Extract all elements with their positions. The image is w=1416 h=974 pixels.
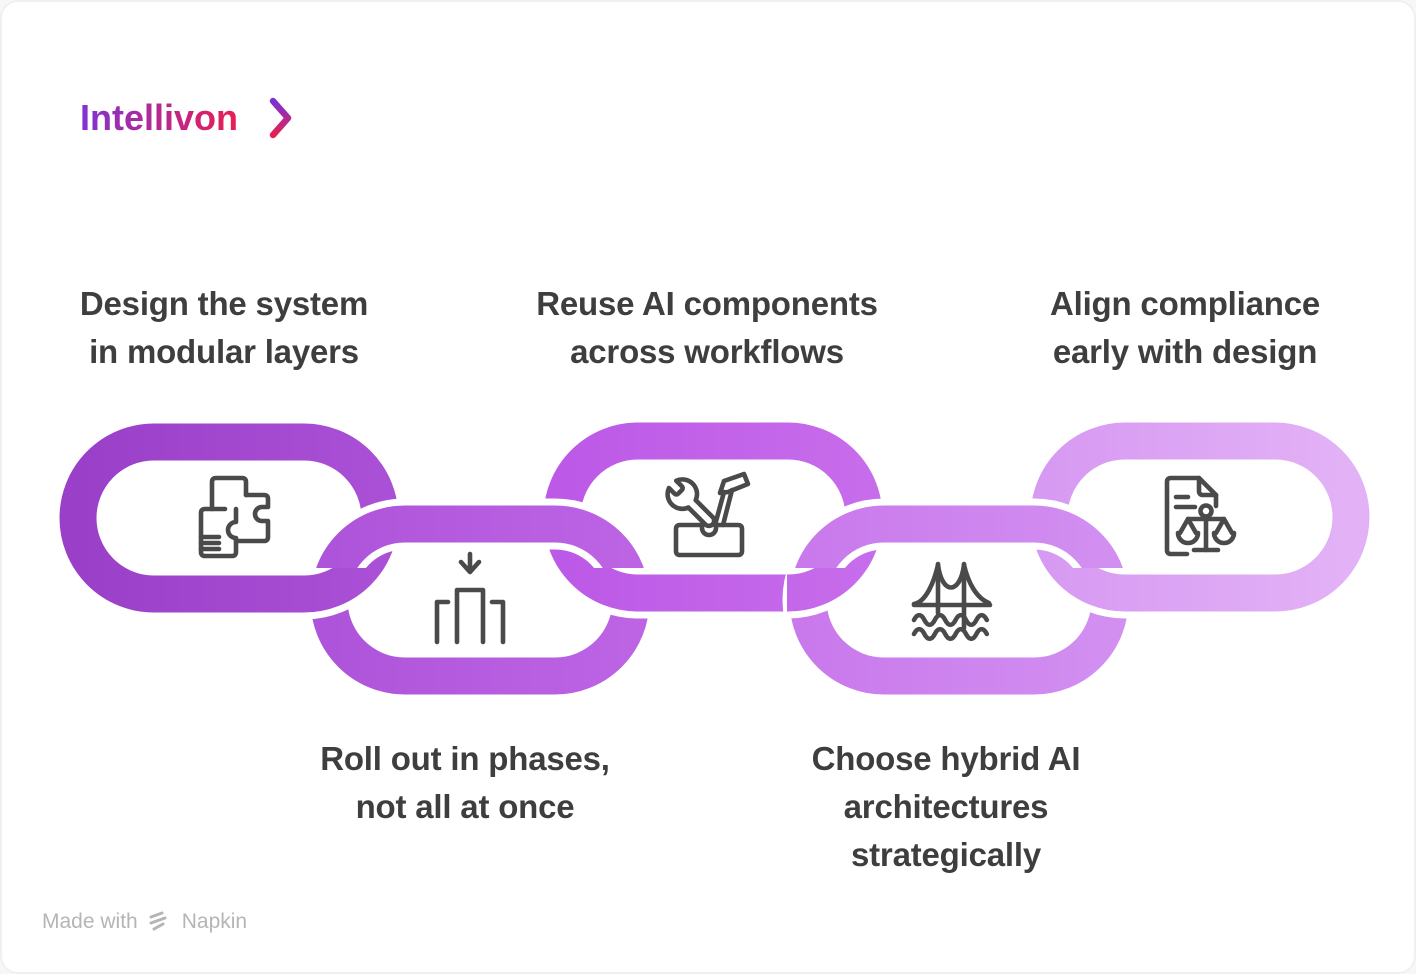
napkin-logo-icon <box>149 911 167 931</box>
step-title-5-line: Align compliance <box>1049 285 1321 322</box>
chain-link-4 <box>782 498 1136 702</box>
step-title-3: Reuse AI components across workflows <box>467 280 947 376</box>
compliance-scales-icon <box>1164 475 1237 557</box>
floor-plan-icon <box>198 475 271 559</box>
step-title-3-line: Reuse AI components <box>536 285 878 322</box>
step-title-4: Choose hybrid AI architectures strategic… <box>706 735 1186 879</box>
bridge-icon <box>911 561 993 642</box>
step-title-1-line: Design the system <box>79 285 369 322</box>
step-title-1-line: in modular layers <box>89 333 359 370</box>
phased-rollout-icon <box>434 551 506 645</box>
step-title-5-line: early with design <box>1052 333 1318 370</box>
logo-text: Intellivon <box>80 97 238 138</box>
logo-chevron-icon <box>269 97 292 139</box>
step-title-2-line: Roll out in phases, <box>320 740 610 777</box>
watermark: Made with Napkin <box>42 910 247 934</box>
step-title-2-line: not all at once <box>355 788 575 825</box>
step-title-4-line: architectures <box>843 788 1049 825</box>
step-title-1: Design the system in modular layers <box>2 280 464 376</box>
step-title-2: Roll out in phases, not all at once <box>225 735 705 831</box>
watermark-prefix: Made with <box>42 910 138 933</box>
step-title-5: Align compliance early with design <box>945 280 1414 376</box>
step-title-4-line: Choose hybrid AI <box>811 740 1081 777</box>
watermark-brand: Napkin <box>181 910 248 933</box>
step-title-3-line: across workflows <box>570 333 844 370</box>
step-title-4-line: strategically <box>850 836 1041 873</box>
logo: Intellivon <box>80 97 292 139</box>
toolbox-icon <box>668 471 751 558</box>
